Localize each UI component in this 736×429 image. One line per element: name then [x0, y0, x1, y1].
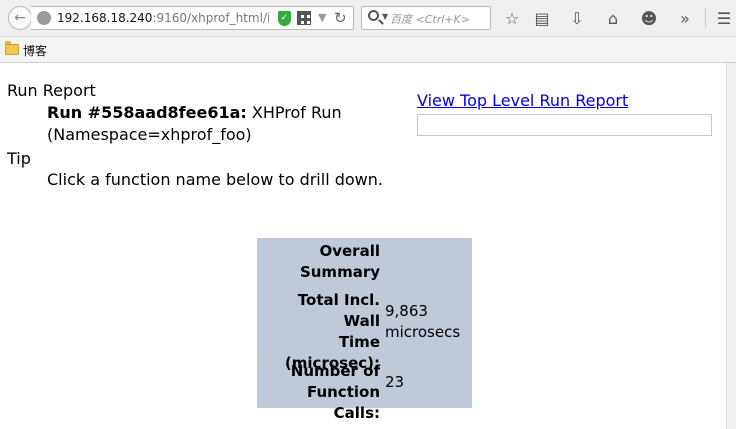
url-path: :9160/xhprof_html/inc: [152, 11, 269, 25]
overflow-icon[interactable]: »: [680, 8, 690, 28]
toolbar-separator: [705, 8, 706, 28]
summary-heading-line: Overall: [319, 242, 380, 260]
arrow-left-icon: ←: [14, 10, 26, 26]
reload-icon[interactable]: ↻: [334, 9, 347, 27]
wall-time-label-line: Time: [338, 333, 380, 351]
bookmark-item[interactable]: 博客: [23, 44, 48, 58]
tip-title: Tip: [7, 149, 31, 168]
wall-time-label-line: Total Incl. Wall: [297, 291, 380, 330]
run-namespace: XHProf Run (Namespace=xhprof_foo): [47, 103, 342, 144]
shield-check-icon[interactable]: ✓: [278, 11, 291, 26]
run-description: Run #558aad8fee61a: XHProf Run (Namespac…: [47, 102, 377, 146]
star-icon[interactable]: ☆: [504, 8, 520, 28]
search-placeholder: 百度 <Ctrl+K>: [390, 13, 470, 26]
search-bar[interactable]: ▼ 百度 <Ctrl+K>: [361, 6, 491, 30]
folder-icon: [5, 41, 19, 55]
url-text[interactable]: 192.168.18.240:9160/xhprof_html/inc: [57, 11, 269, 25]
download-icon[interactable]: ⇩: [570, 8, 584, 28]
wall-time-label-line: (microsec):: [284, 354, 380, 372]
function-calls-label: Number of Function Calls:: [257, 361, 380, 424]
run-id: Run #558aad8fee61a:: [47, 103, 247, 122]
browser-toolbar: ← 192.168.18.240:9160/xhprof_html/inc ✓ …: [0, 0, 736, 37]
function-calls-label-line: Number of: [290, 362, 380, 380]
search-icon: [368, 10, 379, 21]
home-icon[interactable]: ⌂: [607, 8, 619, 28]
address-bar[interactable]: 192.168.18.240:9160/xhprof_html/inc ✓ ▼ …: [31, 6, 354, 30]
page-content: Run Report Run #558aad8fee61a: XHProf Ru…: [0, 64, 726, 429]
summary-heading: Overall Summary: [300, 241, 380, 283]
overall-summary-table: Overall Summary Total Incl. Wall Time (m…: [257, 238, 472, 422]
wall-time-value: 9,863 microsecs: [385, 301, 460, 343]
back-button[interactable]: ←: [8, 6, 32, 30]
summary-heading-line: Summary: [299, 263, 380, 281]
vertical-scrollbar[interactable]: [726, 63, 736, 429]
report-input[interactable]: [417, 114, 712, 136]
wall-time-label: Total Incl. Wall Time (microsec):: [257, 290, 380, 374]
menu-icon[interactable]: ☰: [716, 8, 732, 28]
chat-icon[interactable]: ☻: [640, 8, 658, 28]
bookmarks-bar: 博客: [0, 37, 736, 63]
tip-text: Click a function name below to drill dow…: [47, 170, 383, 189]
globe-icon: [37, 11, 51, 25]
chevron-down-icon[interactable]: ▼: [318, 11, 327, 24]
function-calls-label-line: Function Calls:: [306, 383, 380, 422]
run-report-title: Run Report: [7, 81, 96, 100]
view-top-level-link[interactable]: View Top Level Run Report: [417, 91, 629, 110]
function-calls-value: 23: [385, 373, 405, 391]
wall-time-value-line: microsecs: [385, 323, 461, 341]
chevron-down-icon[interactable]: ▼: [382, 12, 389, 21]
url-host: 192.168.18.240: [57, 11, 153, 25]
wall-time-value-line: 9,863: [385, 302, 428, 320]
reading-list-icon[interactable]: ▤: [534, 8, 550, 28]
qr-code-icon[interactable]: [297, 11, 311, 25]
